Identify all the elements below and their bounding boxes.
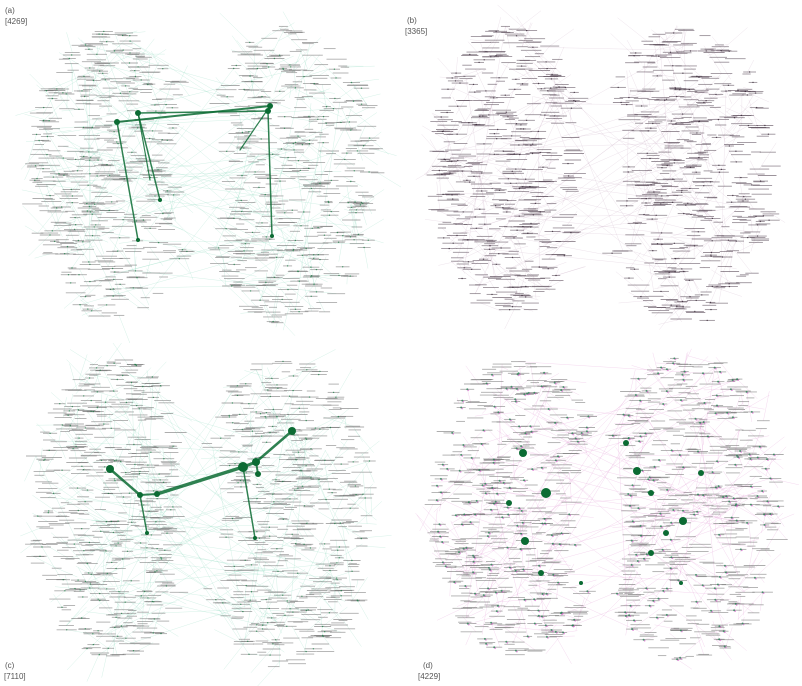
hub-node <box>267 103 273 109</box>
hub-node <box>541 488 551 498</box>
network-panel-d: (d) [4229] <box>401 343 802 686</box>
hub-node <box>238 462 248 472</box>
network-panel-b: (b) [3365] <box>401 0 802 343</box>
highlight-edge <box>137 112 161 201</box>
highlight-edge <box>155 465 245 496</box>
network-graph-b <box>415 4 786 330</box>
hub-node <box>270 234 274 238</box>
network-graph-a <box>15 11 401 343</box>
edges-d <box>415 348 799 670</box>
hub-node <box>633 467 641 475</box>
hub-node <box>137 492 143 498</box>
highlight-edge <box>139 494 148 534</box>
edges-c <box>20 343 392 686</box>
hub-node <box>579 581 583 585</box>
highlight-edge <box>242 466 256 539</box>
hub-node <box>136 238 140 242</box>
network-graph-c <box>20 343 392 686</box>
hub-node <box>106 465 114 473</box>
highlight-edge <box>137 110 269 114</box>
hub-node <box>135 110 141 116</box>
network-panel-c: (c) [7110] <box>0 343 401 686</box>
network-graph-d <box>415 348 799 670</box>
hub-node <box>521 537 529 545</box>
network-panel-a: (a) [4269] <box>0 0 401 343</box>
highlight-edge <box>239 105 271 151</box>
nodes-b <box>438 29 770 322</box>
highlight-edge <box>137 112 151 181</box>
panel-a-count: [4269] <box>5 17 28 26</box>
hub-node <box>648 490 654 496</box>
hub-node <box>663 530 669 536</box>
hub-node <box>538 570 544 576</box>
hub-node <box>158 198 162 202</box>
hub-node <box>252 458 260 466</box>
node-labels-d <box>424 357 788 660</box>
hub-node <box>698 470 704 476</box>
highlight-edge <box>116 121 139 241</box>
panel-c-tag: (c) <box>5 661 15 670</box>
hub-node <box>145 531 149 535</box>
node-labels-b <box>426 25 781 321</box>
highlight-a <box>114 103 274 242</box>
panel-a-tag: (a) <box>5 6 15 15</box>
highlight-edge <box>267 110 273 237</box>
edges-b <box>415 4 786 330</box>
node-labels-a <box>22 25 385 324</box>
nodes-c <box>37 360 371 656</box>
hub-node <box>679 517 687 525</box>
hub-node <box>154 491 160 497</box>
panel-d-tag: (d) <box>423 661 433 670</box>
highlight-edge <box>254 429 294 464</box>
hub-node <box>288 427 296 435</box>
panel-c-count: [7110] <box>4 672 26 681</box>
hub-node <box>519 449 527 457</box>
hub-node <box>506 500 512 506</box>
hub-node <box>253 536 257 540</box>
nodes-a <box>34 30 371 323</box>
panel-b-tag: (b) <box>407 16 417 25</box>
hub-node <box>648 550 654 556</box>
highlight-edge <box>108 467 142 497</box>
nodes-d <box>435 357 781 662</box>
hub-node <box>623 440 629 446</box>
hub-node <box>255 471 261 477</box>
panel-b-count: [3365] <box>405 27 428 36</box>
hub-node <box>114 119 120 125</box>
panel-d-count: [4229] <box>418 672 441 681</box>
highlight-c <box>106 427 296 540</box>
hub-node <box>265 108 271 114</box>
hub-node <box>679 581 683 585</box>
highlight-edge <box>116 105 271 123</box>
highlight-d <box>506 440 704 585</box>
